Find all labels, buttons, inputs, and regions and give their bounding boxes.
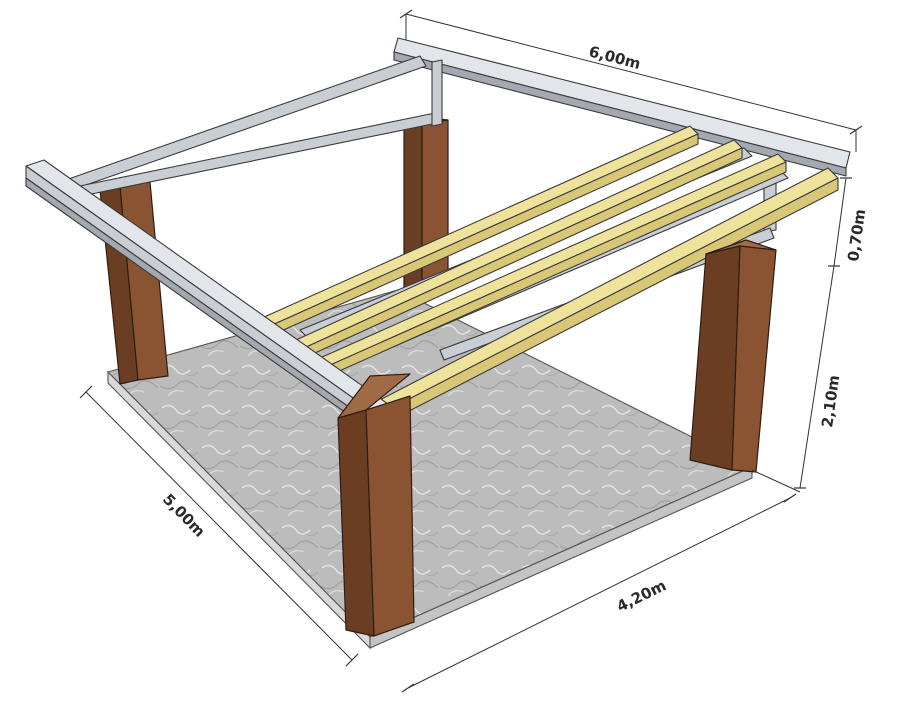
- dimension-roof-length: 6,00m: [399, 9, 863, 152]
- steel-beam-front: [25, 159, 389, 431]
- steel-strut-back-right: [431, 59, 443, 127]
- label-slab-width: 4,20m: [614, 576, 669, 615]
- timber-joists: [261, 125, 839, 427]
- label-post-height: 2,10m: [818, 374, 843, 429]
- label-roof-height: 0,70m: [844, 208, 869, 263]
- timber-joist-1: [261, 125, 699, 337]
- post-front-left: [337, 373, 415, 637]
- timber-joist-2: [295, 139, 743, 359]
- concrete-slab: [106, 289, 754, 650]
- dimension-post-height: 2,10m: [794, 265, 843, 489]
- post-front-right: [689, 239, 777, 473]
- steel-brace-left-upper: [59, 55, 427, 193]
- label-roof-length: 6,00m: [587, 42, 642, 73]
- label-slab-depth: 5,00m: [159, 490, 209, 540]
- slab-right-edge: [369, 466, 753, 649]
